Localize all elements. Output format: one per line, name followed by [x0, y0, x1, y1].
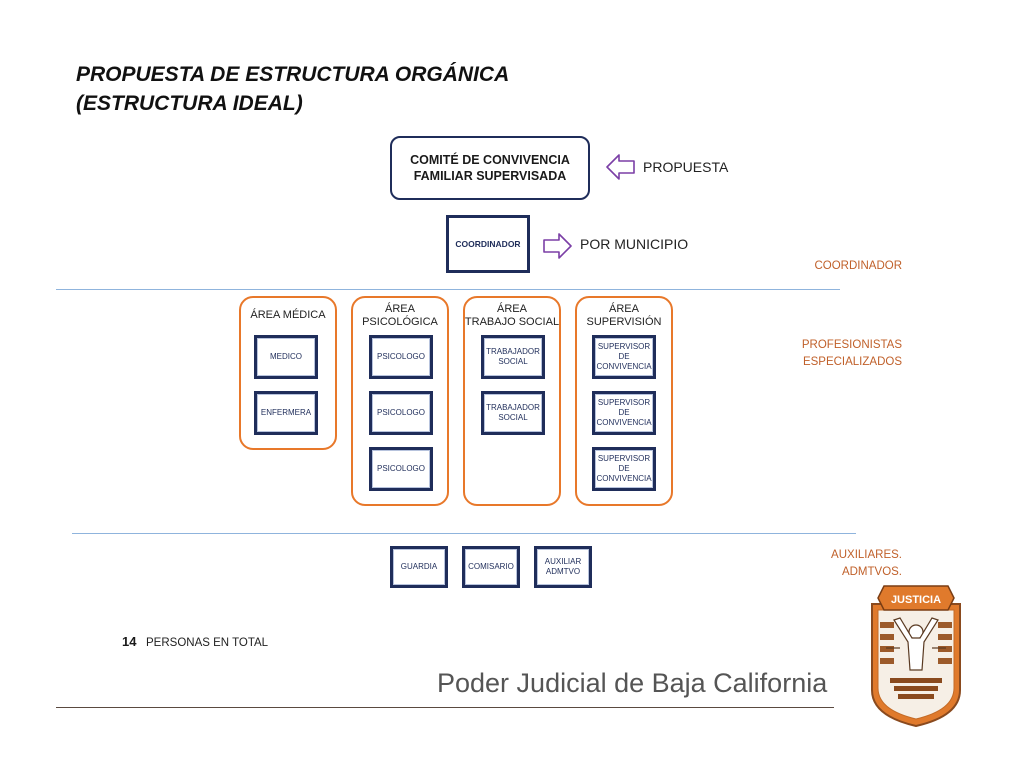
role-psicologo-2: PSICOLOGO: [369, 391, 433, 435]
role-supervisor-3: SUPERVISOR DE CONVIVENCIA: [592, 447, 656, 491]
role-auxiliar-line-1: AUXILIAR: [544, 557, 582, 566]
coordinator-box: COORDINADOR: [446, 215, 530, 273]
area-psicologica-title-2: PSICOLÓGICA: [362, 316, 438, 328]
role-trabajador-social-2-line-1: TRABAJADOR: [486, 403, 540, 412]
area-supervision: [575, 296, 673, 506]
role-enfermera-label: ENFERMERA: [260, 408, 312, 417]
area-psicologica-title-1: ÁREA: [385, 303, 415, 315]
area-supervision-title-2: SUPERVISIÓN: [586, 316, 662, 328]
role-trabajador-social-1: TRABAJADOR SOCIAL: [481, 335, 545, 379]
title-line-1: PROPUESTA DE ESTRUCTURA ORGÁNICA: [76, 63, 510, 86]
area-supervision-title: ÁREA SUPERVISIÓN: [575, 303, 673, 329]
page-title: PROPUESTA DE ESTRUCTURA ORGÁNICA (ESTRUC…: [76, 60, 509, 118]
committee-line-2: FAMILIAR SUPERVISADA: [413, 169, 567, 183]
role-supervisor-3-line-3: CONVIVENCIA: [596, 474, 652, 483]
role-trabajador-social-2-line-2: SOCIAL: [498, 413, 528, 422]
area-psicologica: [351, 296, 449, 506]
role-supervisor-1-line-2: DE: [618, 352, 630, 361]
role-guardia-label: GUARDIA: [400, 562, 438, 571]
role-supervisor-3-line-2: DE: [618, 464, 630, 473]
justicia-emblem-logo: JUSTICIA: [871, 585, 961, 728]
area-medica-title: ÁREA MÉDICA: [250, 309, 326, 321]
role-auxiliar-admtvo: AUXILIAR ADMTVO: [534, 546, 592, 588]
level-label-profesionistas: PROFESIONISTAS ESPECIALIZADOS: [802, 337, 902, 371]
level-label-auxiliares: AUXILIARES. ADMTVOS.: [831, 547, 902, 581]
area-trabajo-social-title: ÁREA TRABAJO SOCIAL: [463, 303, 561, 329]
area-medica: [239, 296, 337, 450]
level-label-profesionistas-2: ESPECIALIZADOS: [802, 356, 902, 368]
role-guardia: GUARDIA: [390, 546, 448, 588]
role-supervisor-1-line-1: SUPERVISOR: [597, 342, 651, 351]
propuesta-label: PROPUESTA: [643, 159, 729, 175]
role-psicologo-3-label: PSICOLOGO: [376, 464, 425, 473]
role-psicologo-1-label: PSICOLOGO: [376, 352, 425, 361]
logo-banner-text: JUSTICIA: [891, 594, 941, 606]
role-auxiliar-line-2: ADMTVO: [545, 567, 581, 576]
level-label-auxiliares-1: AUXILIARES.: [831, 549, 902, 561]
area-trabajo-social-title-2: TRABAJO SOCIAL: [464, 316, 560, 328]
footer-line: [56, 707, 834, 708]
role-psicologo-1: PSICOLOGO: [369, 335, 433, 379]
title-line-2: (ESTRUCTURA IDEAL): [76, 92, 303, 115]
por-municipio-label: POR MUNICIPIO: [580, 236, 689, 252]
level-label-profesionistas-1: PROFESIONISTAS: [801, 339, 902, 351]
left-arrow-icon: [606, 154, 635, 180]
area-supervision-title-1: ÁREA: [609, 303, 639, 315]
role-supervisor-2-line-1: SUPERVISOR: [597, 398, 651, 407]
role-supervisor-2-line-3: CONVIVENCIA: [596, 418, 652, 427]
committee-box: COMITÉ DE CONVIVENCIA FAMILIAR SUPERVISA…: [390, 136, 590, 200]
level-label-coordinador: COORDINADOR: [814, 260, 902, 272]
area-psicologica-title: ÁREA PSICOLÓGICA: [351, 303, 449, 329]
role-medico: MEDICO: [254, 335, 318, 379]
role-supervisor-3-line-1: SUPERVISOR: [597, 454, 651, 463]
area-trabajo-social: [463, 296, 561, 506]
role-trabajador-social-2: TRABAJADOR SOCIAL: [481, 391, 545, 435]
total-label: PERSONAS EN TOTAL: [146, 637, 269, 649]
role-comisario: COMISARIO: [462, 546, 520, 588]
right-arrow-icon: [543, 233, 572, 259]
total-number: 14: [122, 634, 137, 649]
area-trabajo-social-title-1: ÁREA: [497, 303, 527, 315]
divider-bottom: [72, 533, 856, 534]
role-trabajador-social-1-line-1: TRABAJADOR: [486, 347, 540, 356]
level-label-auxiliares-2: ADMTVOS.: [841, 566, 902, 578]
role-psicologo-2-label: PSICOLOGO: [376, 408, 425, 417]
role-supervisor-1-line-3: CONVIVENCIA: [596, 362, 652, 371]
role-trabajador-social-1-line-2: SOCIAL: [498, 357, 528, 366]
role-supervisor-1: SUPERVISOR DE CONVIVENCIA: [592, 335, 656, 379]
role-enfermera: ENFERMERA: [254, 391, 318, 435]
role-medico-label: MEDICO: [270, 352, 302, 361]
footer-brand: Poder Judicial de Baja California: [437, 668, 828, 698]
role-supervisor-2-line-2: DE: [618, 408, 630, 417]
coordinator-box-label: COORDINADOR: [455, 239, 521, 249]
divider-top: [56, 289, 840, 290]
role-comisario-label: COMISARIO: [468, 562, 514, 571]
role-psicologo-3: PSICOLOGO: [369, 447, 433, 491]
committee-line-1: COMITÉ DE CONVIVENCIA: [410, 153, 570, 167]
role-supervisor-2: SUPERVISOR DE CONVIVENCIA: [592, 391, 656, 435]
